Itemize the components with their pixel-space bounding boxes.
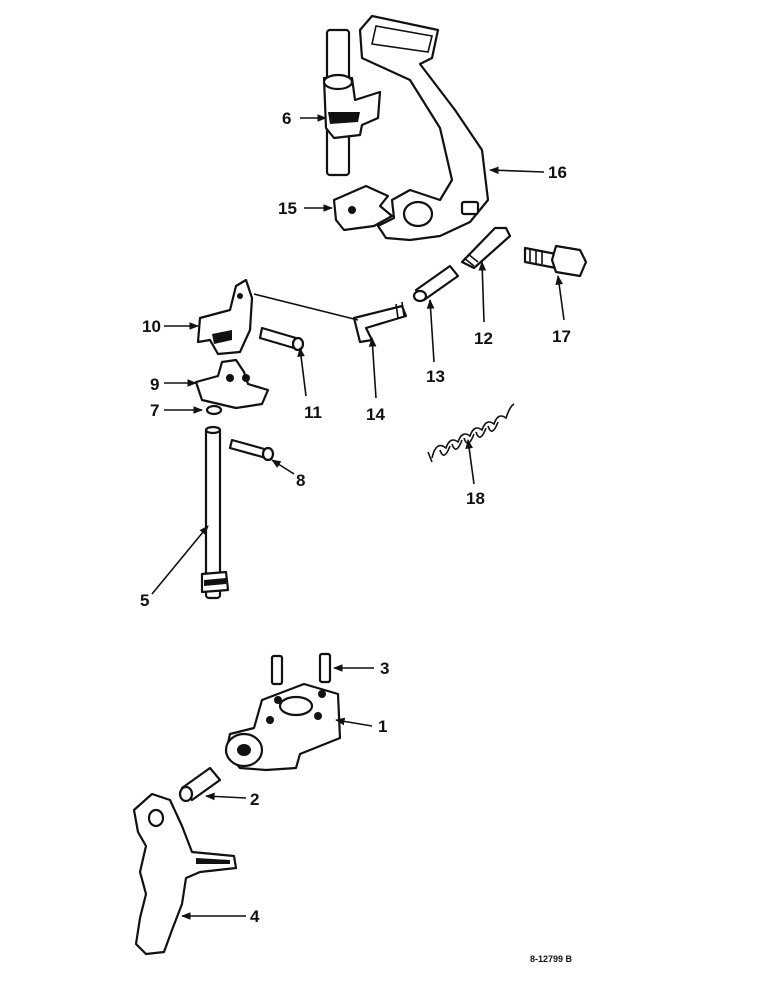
label-1: 1 xyxy=(378,717,387,736)
part-4-fork-lever xyxy=(132,792,238,956)
label-14: 14 xyxy=(366,405,385,424)
label-8: 8 xyxy=(296,471,305,490)
label-11: 11 xyxy=(304,403,322,422)
label-7: 7 xyxy=(150,401,159,420)
part-2-pin xyxy=(178,766,222,803)
label-12: 12 xyxy=(474,329,493,348)
part-16-pedal xyxy=(358,14,490,242)
part-labels: 6 16 15 17 12 13 10 14 11 9 7 8 5 18 3 1… xyxy=(140,109,573,964)
part-17-bolt xyxy=(523,244,588,278)
label-10: 10 xyxy=(142,317,161,336)
reference-code: 8-12799 B xyxy=(530,954,573,964)
label-18: 18 xyxy=(466,489,485,508)
label-9: 9 xyxy=(150,375,159,394)
label-2: 2 xyxy=(250,790,259,809)
label-4: 4 xyxy=(250,907,260,926)
part-18-spring xyxy=(427,403,515,463)
label-5: 5 xyxy=(140,591,149,610)
part-12-rod xyxy=(460,226,512,270)
part-13-coupler xyxy=(412,264,460,303)
part-11-pin xyxy=(258,326,305,352)
part-3-dowels xyxy=(270,652,332,686)
part-14-rod xyxy=(352,301,408,344)
part-8-pin xyxy=(228,438,275,462)
leader-line-10-14 xyxy=(253,293,359,321)
label-15: 15 xyxy=(278,199,297,218)
leader-lines xyxy=(151,114,565,920)
part-9-base-bracket xyxy=(194,358,270,410)
part-15-bracket xyxy=(332,184,394,232)
part-10-fork-block xyxy=(196,278,254,356)
part-1-housing xyxy=(224,682,342,772)
part-6-collar xyxy=(322,28,382,177)
label-16: 16 xyxy=(548,163,567,182)
label-6: 6 xyxy=(282,109,291,128)
label-3: 3 xyxy=(380,659,389,678)
label-17: 17 xyxy=(552,327,571,346)
part-5-shift-rod xyxy=(200,425,230,600)
part-7-ring xyxy=(205,404,223,416)
label-13: 13 xyxy=(426,367,445,386)
